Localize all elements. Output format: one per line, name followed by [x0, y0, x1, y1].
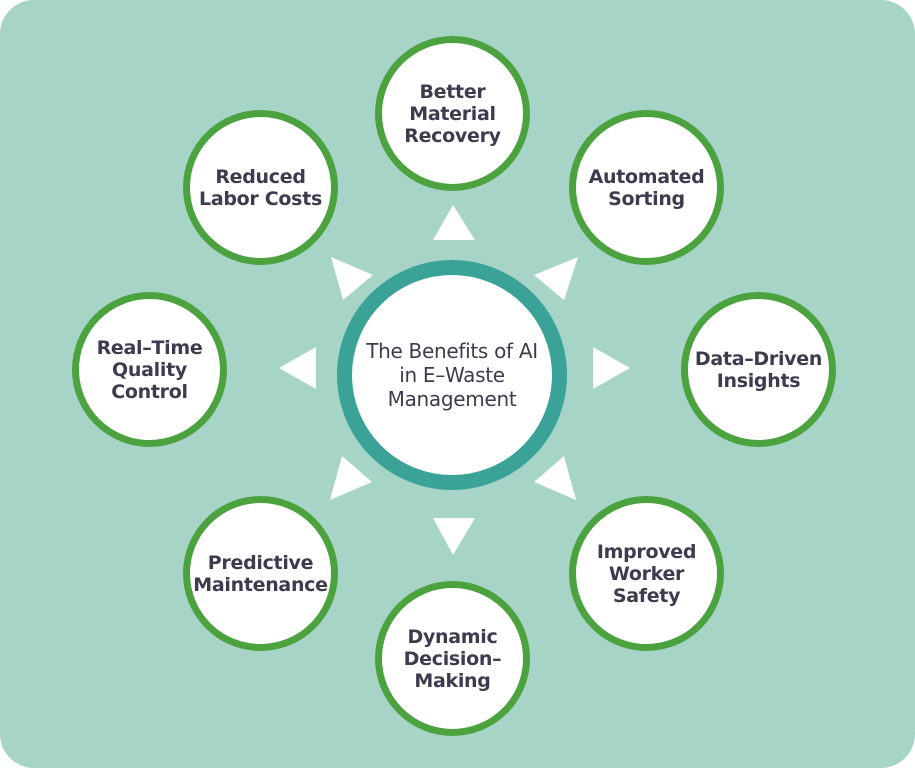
benefit-label: Automated Sorting	[588, 165, 705, 210]
benefit-label: Improved Worker Safety	[596, 540, 697, 607]
arrow-lower-left	[330, 456, 372, 500]
benefit-data-driven-insights: Data–Driven Insights	[681, 292, 836, 447]
benefit-label: Better Material Recovery	[404, 80, 501, 147]
arrow-lower-right	[534, 456, 576, 500]
arrow-down	[433, 518, 475, 555]
benefit-label: Predictive Maintenance	[193, 551, 328, 596]
benefit-automated-sorting: Automated Sorting	[569, 110, 724, 265]
benefit-reduced-labor-costs: Reduced Labor Costs	[183, 110, 338, 265]
benefit-real-time-quality-control: Real–Time Quality Control	[72, 292, 227, 447]
arrow-upper-left	[331, 257, 373, 300]
arrow-upper-right	[534, 257, 578, 300]
benefit-better-material-recovery: Better Material Recovery	[375, 36, 530, 191]
arrow-left	[279, 347, 316, 389]
benefit-dynamic-decision-making: Dynamic Decision– Making	[375, 581, 530, 736]
arrow-up	[433, 205, 475, 240]
benefit-label: Reduced Labor Costs	[199, 165, 322, 210]
arrow-right	[593, 347, 630, 389]
benefit-label: Dynamic Decision– Making	[403, 625, 502, 692]
center-title: The Benefits of AI in E–Waste Management	[366, 339, 538, 411]
benefit-improved-worker-safety: Improved Worker Safety	[569, 496, 724, 651]
benefit-label: Data–Driven Insights	[694, 347, 823, 392]
center-circle: The Benefits of AI in E–Waste Management	[337, 260, 567, 490]
benefit-label: Real–Time Quality Control	[96, 336, 203, 403]
benefit-predictive-maintenance: Predictive Maintenance	[183, 496, 338, 651]
